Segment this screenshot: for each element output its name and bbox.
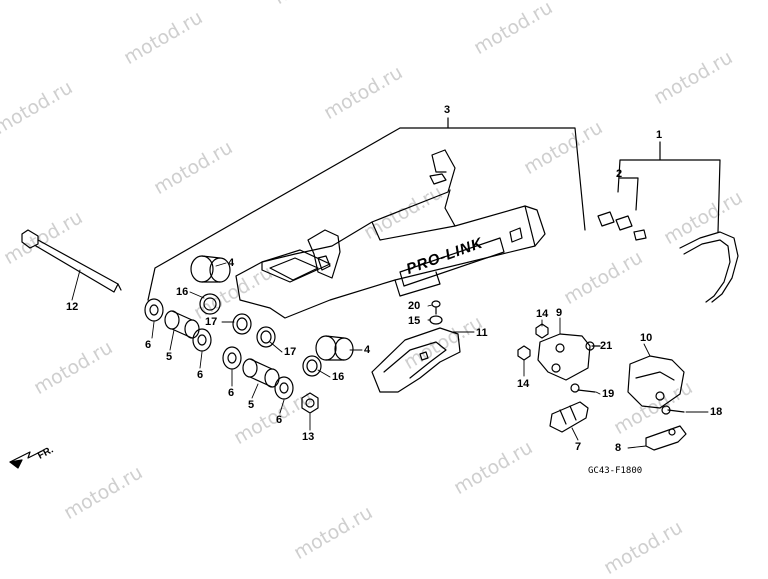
callout-21: 21 — [600, 340, 613, 352]
part-13-nut — [301, 392, 319, 414]
callout-4: 4 — [364, 344, 371, 356]
callout-9: 9 — [556, 307, 563, 319]
part-10-chain-guide — [627, 355, 685, 409]
part-17-seal-lower — [256, 326, 276, 348]
part-9-slider-mount — [537, 333, 591, 381]
part-17-seal-upper — [232, 313, 252, 335]
callout-16: 16 — [332, 371, 345, 383]
diagram-code: GC43-F1800 — [588, 466, 643, 476]
callout-2: 2 — [616, 168, 623, 180]
part-19-bolt — [570, 383, 596, 393]
part-6-dust-seal-b — [192, 328, 212, 352]
callout-6: 6 — [276, 414, 283, 426]
callout-16: 16 — [176, 286, 189, 298]
leader-lines — [71, 262, 709, 449]
callout-6: 6 — [145, 339, 152, 351]
callout-1: 1 — [656, 129, 663, 141]
callout-17: 17 — [205, 316, 218, 328]
callout-8: 8 — [615, 442, 622, 454]
callout-7: 7 — [575, 441, 582, 453]
callout-6: 6 — [197, 369, 204, 381]
callout-18: 18 — [710, 406, 723, 418]
part-16-bearing-lower — [302, 355, 322, 377]
part-15-washer — [429, 315, 443, 325]
callout-11: 11 — [476, 327, 488, 339]
callout-17: 17 — [284, 346, 297, 358]
part-6-dust-seal-a — [144, 298, 164, 322]
callout-14: 14 — [517, 378, 530, 390]
callout-5: 5 — [248, 399, 255, 411]
part-20-screw — [431, 300, 441, 315]
part-6-dust-seal-c — [222, 346, 242, 370]
part-11-chain-slider — [371, 327, 461, 393]
part-12-pivot-bolt — [21, 229, 122, 293]
callout-13: 13 — [302, 431, 315, 443]
bracket-1-2 — [617, 141, 721, 233]
callout-19: 19 — [602, 388, 615, 400]
callout-4: 4 — [228, 257, 235, 269]
callout-6: 6 — [228, 387, 235, 399]
part-18-bolt — [661, 405, 685, 415]
part-1-drive-chain — [679, 231, 739, 303]
callout-20: 20 — [408, 300, 421, 312]
callout-5: 5 — [166, 351, 173, 363]
part-7-chain-slider-block — [549, 401, 589, 433]
front-direction-arrow — [9, 449, 45, 469]
bracket-3 — [147, 117, 586, 301]
callout-3: 3 — [444, 104, 451, 116]
part-5-collar-b — [242, 358, 280, 388]
part-4-collar-lower — [315, 335, 354, 361]
part-16-bearing-upper — [199, 293, 221, 315]
part-2-master-link — [597, 211, 647, 241]
part-6-dust-seal-d — [274, 376, 294, 400]
part-4-collar-upper — [190, 255, 231, 283]
callout-14: 14 — [536, 308, 549, 320]
swingarm — [235, 149, 546, 319]
part-14-nut-b — [517, 345, 531, 361]
callout-12: 12 — [66, 301, 79, 313]
callout-10: 10 — [640, 332, 653, 344]
pro-link-decal — [399, 237, 505, 287]
part-8-slider-pad — [645, 425, 687, 451]
callout-15: 15 — [408, 315, 421, 327]
